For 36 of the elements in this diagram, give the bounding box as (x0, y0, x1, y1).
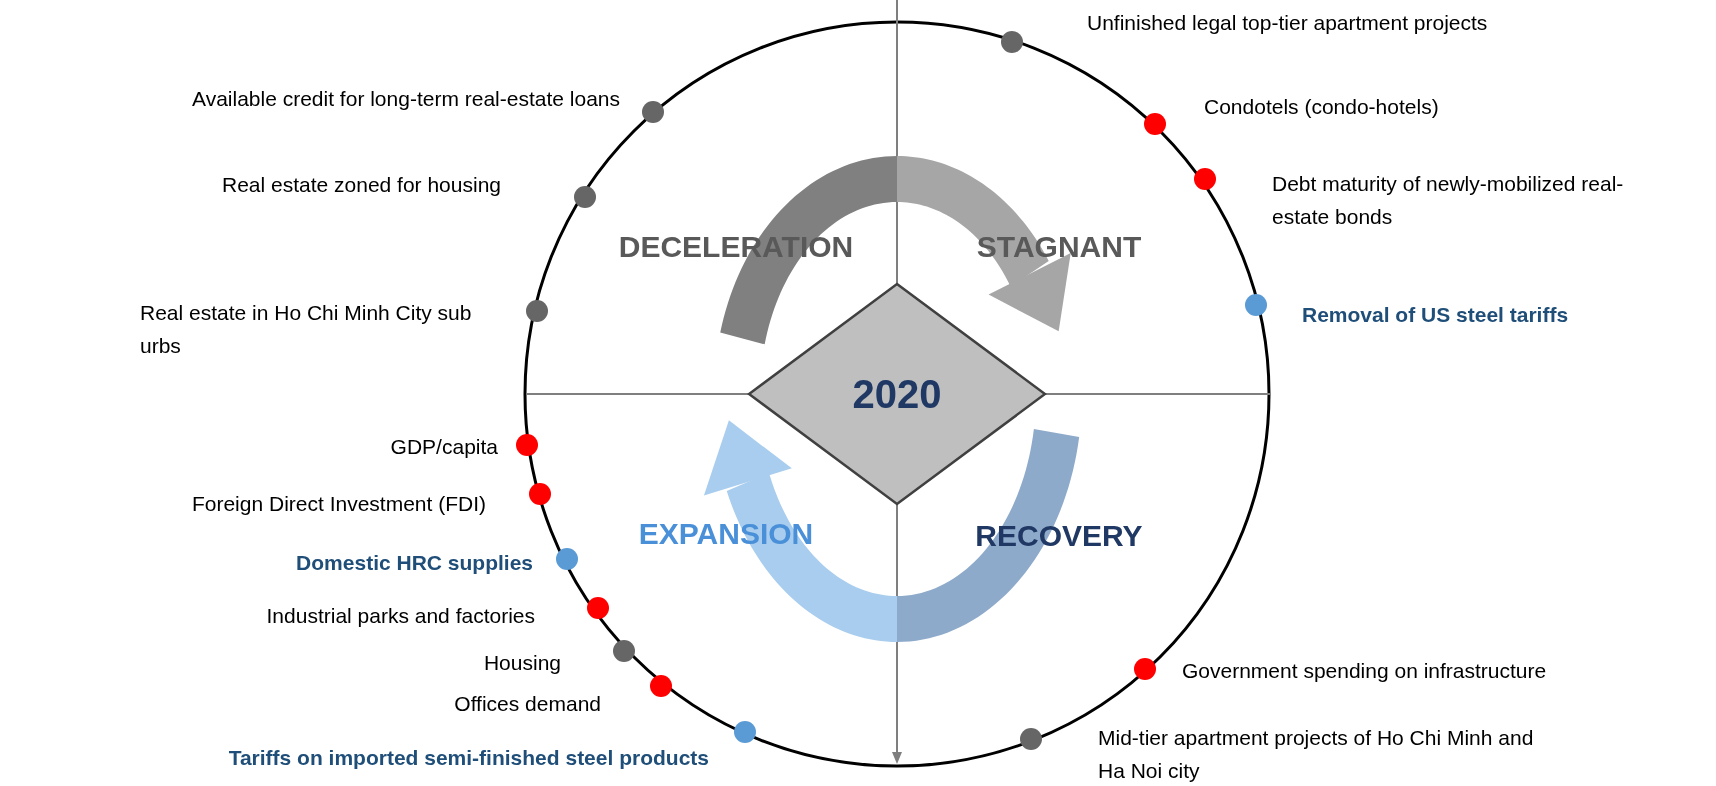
marker-dot (526, 300, 548, 322)
marker-dot (529, 483, 551, 505)
marker-dot (1245, 294, 1267, 316)
marker-dot (650, 675, 672, 697)
factor-label: GDP/capita (390, 434, 498, 460)
factor-label: Domestic HRC supplies (296, 550, 533, 576)
factor-label: Offices demand (454, 691, 601, 717)
factor-label: Mid-tier apartment projects of Ho Chi Minh and Ha Noi city (1098, 725, 1535, 784)
factor-label: Tariffs on imported semi-finished steel products (228, 745, 709, 771)
phase-label: EXPANSION (638, 517, 814, 551)
marker-dot (1001, 31, 1023, 53)
marker-dot (1134, 658, 1156, 680)
marker-dot (734, 721, 756, 743)
factor-label: Government spending on infrastructure (1182, 658, 1547, 684)
factor-label: Real estate zoned for housing (221, 172, 501, 198)
factor-label: Real estate in Ho Chi Minh City sub urbs (140, 300, 473, 359)
marker-dot (574, 186, 596, 208)
factor-label: Debt maturity of newly-mobilized real-estate bonds (1272, 171, 1625, 230)
marker-dot (1144, 113, 1166, 135)
factor-label: Condotels (condo-hotels) (1204, 94, 1439, 120)
marker-dot (516, 434, 538, 456)
phase-label: RECOVERY (975, 519, 1143, 553)
marker-dot (642, 101, 664, 123)
marker-dot (587, 597, 609, 619)
marker-dot (1194, 168, 1216, 190)
factor-label: Available credit for long-term real-estate loans (192, 86, 620, 112)
marker-dot (613, 640, 635, 662)
factor-label: Industrial parks and factories (266, 603, 535, 629)
phase-label: STAGNANT (976, 230, 1142, 264)
factor-label: Unfinished legal top-tier apartment projects (1087, 10, 1488, 36)
factor-label: Foreign Direct Investment (FDI) (191, 491, 486, 517)
factor-label: Removal of US steel tariffs (1302, 302, 1569, 328)
marker-dot (1020, 728, 1042, 750)
year-label: 2020 (852, 371, 942, 417)
factor-label: Housing (483, 650, 561, 676)
marker-dot (556, 548, 578, 570)
